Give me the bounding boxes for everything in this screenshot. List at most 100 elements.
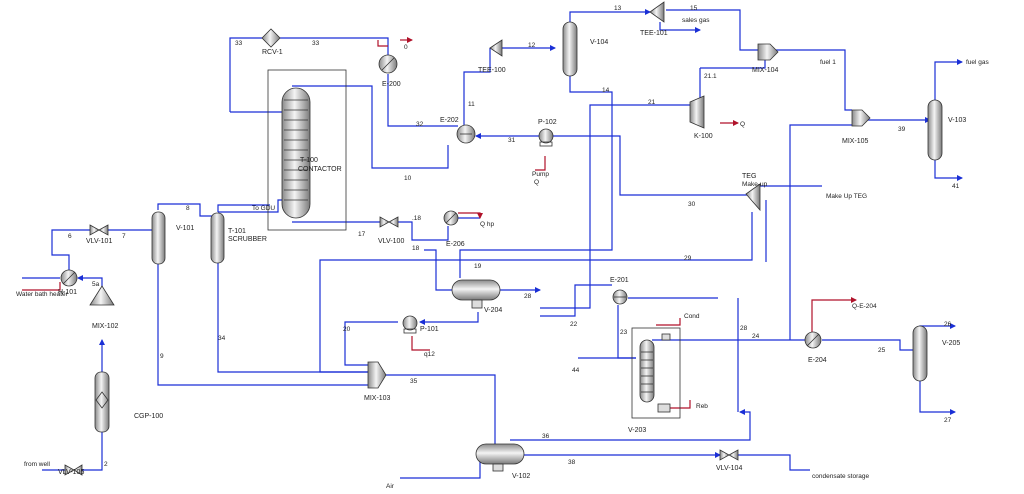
- e201-label: E-201: [610, 277, 629, 284]
- tee100-label: TEE-100: [478, 67, 506, 74]
- note-to-gdu: To GDU: [252, 205, 275, 212]
- stream-9: 9: [160, 353, 164, 360]
- note-water-bath: Water bath heater: [16, 291, 69, 298]
- teg-sub-label: Make-up: [742, 181, 768, 188]
- stream-29: 29: [684, 255, 692, 262]
- vessel-v204[interactable]: V-204: [451, 279, 502, 314]
- note-air: Air: [386, 483, 395, 490]
- valve-vlv100[interactable]: VLV-100: [378, 216, 404, 245]
- stream-7: 7: [122, 233, 126, 240]
- vessel-v104[interactable]: V-104: [562, 21, 608, 77]
- stream-25: 25: [878, 347, 886, 354]
- stream-20: 20: [343, 326, 351, 333]
- heater-h101[interactable]: H-101: [58, 269, 78, 296]
- vlv100-label: VLV-100: [378, 238, 404, 245]
- note-pump: Pump: [532, 171, 549, 178]
- stream-8: 8: [186, 205, 190, 212]
- exchanger-e206[interactable]: E-206: [443, 210, 465, 248]
- t101-label: T-101: [228, 228, 246, 235]
- stream-32: 32: [416, 121, 424, 128]
- mixer-mix103[interactable]: MIX-103: [364, 361, 391, 402]
- stream-38: 38: [568, 459, 576, 466]
- vessel-v205[interactable]: V-205: [912, 325, 960, 382]
- v103-label: V-103: [948, 117, 966, 124]
- stream-39: 39: [898, 126, 906, 133]
- note-from-well: from well: [24, 461, 51, 468]
- annotations: sales gas fuel gas fuel 1 To GDU Water b…: [16, 17, 990, 490]
- teg-makeup[interactable]: TEG Make-up: [742, 173, 768, 212]
- stream-labels: 33 33 0 32 10 11 12 13 15 14 21 21.1 31 …: [68, 5, 960, 468]
- note-sales-gas: sales gas: [682, 17, 710, 24]
- stream-36: 36: [542, 433, 550, 440]
- column-v203[interactable]: V-203: [628, 327, 681, 434]
- stream-12: 12: [528, 42, 536, 49]
- valve-vlv105[interactable]: VLV-105: [58, 464, 84, 476]
- pump-p102[interactable]: P-102: [538, 119, 557, 147]
- stream-35: 35: [410, 378, 418, 385]
- cgp-label: CGP-100: [134, 413, 163, 420]
- exchanger-e201[interactable]: E-201: [610, 277, 629, 305]
- stream-28: 28: [524, 293, 532, 300]
- stream-14: 14: [602, 87, 610, 94]
- material-streams: [22, 9, 963, 479]
- vessel-v103[interactable]: V-103: [927, 99, 966, 161]
- v204-label: V-204: [484, 307, 502, 314]
- stream-28b: 28: [740, 325, 748, 332]
- cgp-100-unit[interactable]: CGP-100: [94, 371, 163, 433]
- note-q12: q12: [424, 351, 435, 358]
- exchanger-e202[interactable]: E-202: [440, 117, 476, 144]
- k100-label: K-100: [694, 133, 713, 140]
- stream-24: 24: [752, 333, 760, 340]
- e206-label: E-206: [446, 241, 465, 248]
- stream-18-dot: .18: [412, 215, 421, 222]
- p101-label: P-101: [420, 326, 439, 333]
- e204-label: E-204: [808, 357, 827, 364]
- stream-17: 17: [358, 231, 366, 238]
- mixer-mix105[interactable]: MIX-105: [842, 109, 871, 145]
- stream-23: 23: [620, 329, 628, 336]
- v203-label: V-203: [628, 427, 646, 434]
- mix104-label: MIX-104: [752, 67, 779, 74]
- v104-label: V-104: [590, 39, 608, 46]
- stream-27: 27: [944, 417, 952, 424]
- vlv105-label: VLV-105: [58, 469, 84, 476]
- valve-vlv104[interactable]: VLV-104: [716, 449, 742, 472]
- pump-p101[interactable]: P-101: [402, 315, 439, 334]
- stream-33a: 33: [235, 40, 243, 47]
- stream-2: 2: [104, 461, 108, 468]
- note-condensate: condensate storage: [812, 473, 869, 480]
- note-make-up-teg: Make Up TEG: [826, 193, 867, 200]
- h101-label: H-101: [58, 289, 77, 296]
- control-valve-rcv1[interactable]: RCV-1: [261, 28, 283, 56]
- stream-11: 11: [468, 101, 475, 108]
- stream-21: 21: [648, 99, 656, 106]
- rcv1-label: RCV-1: [262, 49, 283, 56]
- teg-label: TEG: [742, 173, 756, 180]
- vessel-v101[interactable]: V-101: [151, 211, 194, 265]
- stream-6: 6: [68, 233, 72, 240]
- exchanger-e204[interactable]: E-204: [804, 331, 827, 364]
- contactor-t100[interactable]: T-100 CONTACTOR: [267, 69, 347, 231]
- note-q-e204: Q-E-204: [852, 303, 877, 310]
- compressor-k100[interactable]: K-100: [689, 95, 713, 140]
- vessel-v102[interactable]: V-102: [475, 443, 530, 480]
- exchanger-e200[interactable]: E-200: [378, 54, 401, 88]
- vlv104-label: VLV-104: [716, 465, 742, 472]
- valve-vlv101[interactable]: VLV-101: [86, 224, 112, 245]
- tee-tee101[interactable]: TEE-101: [640, 1, 668, 37]
- mixer-mix104[interactable]: MIX-104: [752, 43, 779, 74]
- stream-34: 34: [218, 335, 226, 342]
- p102-label: P-102: [538, 119, 557, 126]
- stream-21-1: 21.1: [704, 73, 717, 80]
- mixer-mix102[interactable]: MIX-102: [89, 285, 119, 330]
- scrubber-t101[interactable]: T-101 SCRUBBER: [210, 212, 267, 264]
- stream-19: 19: [474, 263, 482, 270]
- stream-0: 0: [404, 44, 408, 51]
- stream-18: 18: [412, 245, 420, 252]
- tee-tee100[interactable]: TEE-100: [478, 39, 506, 74]
- note-cond: Cond: [684, 313, 700, 320]
- tee101-label: TEE-101: [640, 30, 668, 37]
- note-q-pump: Q: [534, 179, 539, 186]
- t100-sub-label: CONTACTOR: [298, 166, 342, 173]
